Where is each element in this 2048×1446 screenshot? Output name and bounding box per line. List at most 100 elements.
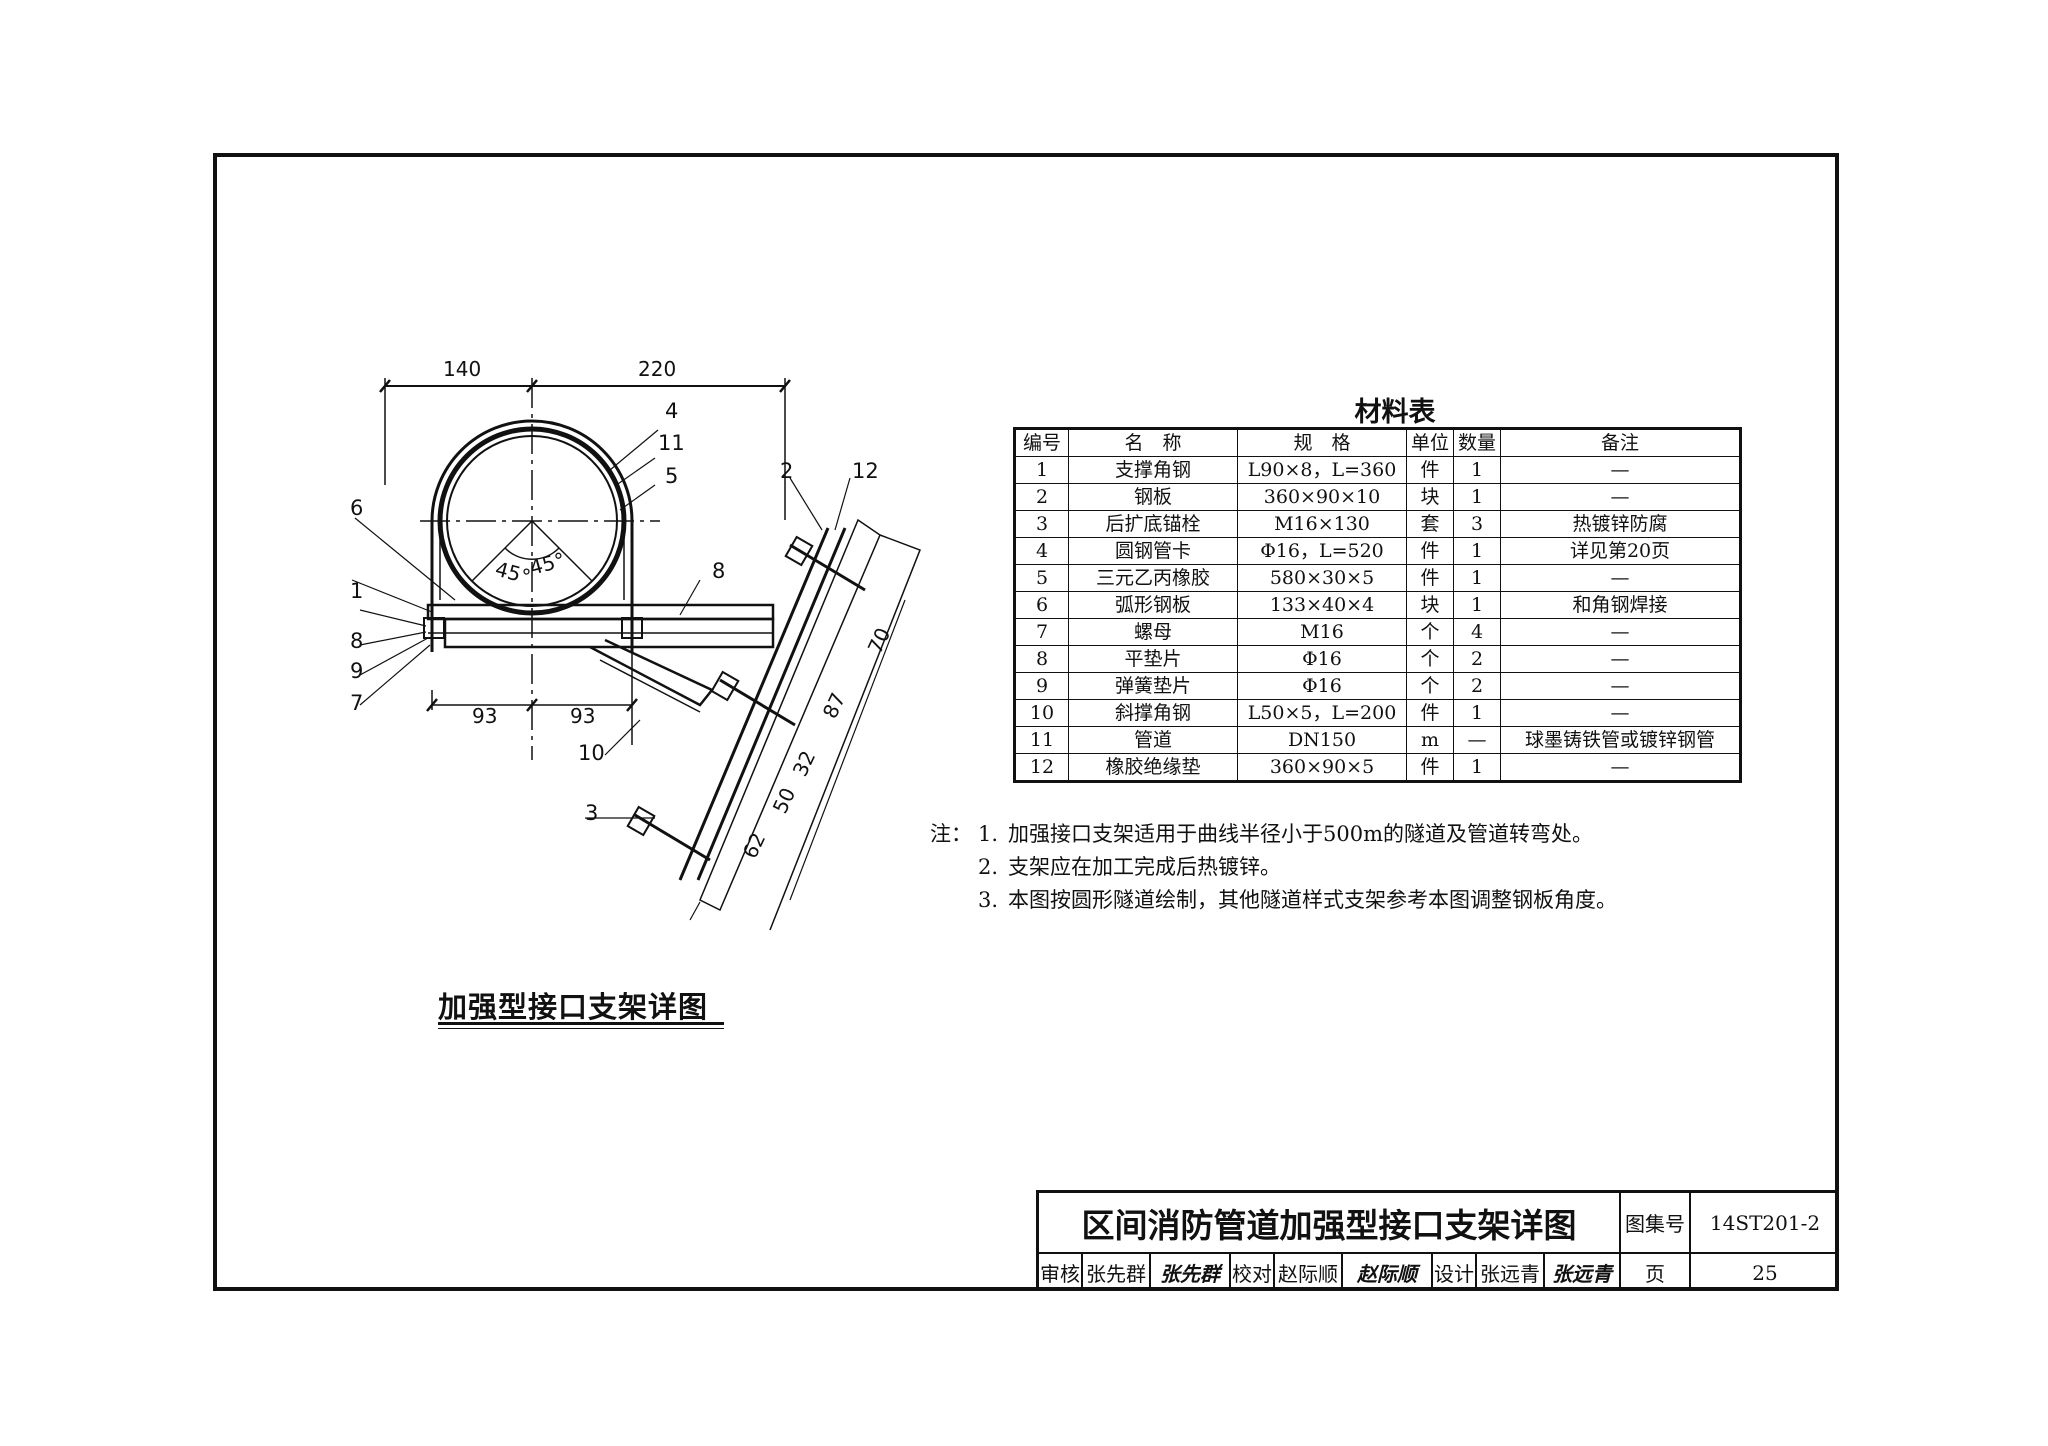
cell: 1 xyxy=(1453,591,1502,619)
review-name: 张先群 xyxy=(1083,1254,1151,1291)
cell: 6 xyxy=(1014,591,1069,619)
dim-slope-87: 87 xyxy=(818,689,851,722)
note-number: 1. xyxy=(978,822,999,846)
cell: 133×40×4 xyxy=(1237,591,1407,619)
col-qty: 数量 xyxy=(1453,428,1502,457)
cell: 个 xyxy=(1405,672,1455,700)
callout-5: 5 xyxy=(665,464,678,488)
cell: 套 xyxy=(1405,510,1455,538)
cell: 管道 xyxy=(1068,726,1238,754)
col-name: 名 称 xyxy=(1068,428,1238,457)
cell: 1 xyxy=(1453,699,1502,727)
cell: 1 xyxy=(1453,564,1502,592)
callout-2: 2 xyxy=(780,459,793,483)
cell: 详见第20页 xyxy=(1500,537,1742,565)
cell: L90×8，L=360 xyxy=(1237,456,1407,484)
callout-6: 6 xyxy=(350,496,363,520)
cell: 块 xyxy=(1405,483,1455,511)
cell: 个 xyxy=(1405,645,1455,673)
cell: 3 xyxy=(1453,510,1502,538)
dim-angle-right: 45° xyxy=(527,547,567,579)
cell: 圆钢管卡 xyxy=(1068,537,1238,565)
cell: 9 xyxy=(1014,672,1069,700)
cell: 件 xyxy=(1405,753,1455,782)
callout-10: 10 xyxy=(578,741,605,765)
dim-bottom-left: 93 xyxy=(472,704,497,728)
cell: 后扩底锚栓 xyxy=(1068,510,1238,538)
cell: 4 xyxy=(1014,537,1069,565)
cell: 10 xyxy=(1014,699,1069,727)
dim-slope-50: 50 xyxy=(768,784,801,817)
note-text: 支架应在加工完成后热镀锌。 xyxy=(1008,855,1281,879)
cell: 件 xyxy=(1405,537,1455,565)
cell: 和角钢焊接 xyxy=(1500,591,1742,619)
cell: 1 xyxy=(1453,753,1502,782)
design-signature: 张远青 xyxy=(1545,1254,1621,1291)
callout-4: 4 xyxy=(665,399,678,423)
dim-bottom-right: 93 xyxy=(570,704,595,728)
cell: 7 xyxy=(1014,618,1069,646)
cell: 块 xyxy=(1405,591,1455,619)
cell: — xyxy=(1500,618,1742,646)
cell: 11 xyxy=(1014,726,1069,754)
col-remark: 备注 xyxy=(1500,428,1742,457)
cell: 球墨铸铁管或镀锌钢管 xyxy=(1500,726,1742,754)
cell: 件 xyxy=(1405,564,1455,592)
cell: — xyxy=(1500,456,1742,484)
note-row: 3. 本图按圆形隧道绘制，其他隧道样式支架参考本图调整钢板角度。 xyxy=(930,884,1617,917)
note-number: 3. xyxy=(978,888,999,912)
col-spec: 规 格 xyxy=(1237,428,1407,457)
cell: DN150 xyxy=(1237,726,1407,754)
cell: 弧形钢板 xyxy=(1068,591,1238,619)
cell: 12 xyxy=(1014,753,1069,782)
cell: 钢板 xyxy=(1068,483,1238,511)
design-label: 设计 xyxy=(1433,1254,1477,1291)
callout-8: 8 xyxy=(350,629,363,653)
notes-lead: 注： xyxy=(930,822,972,846)
callout-11: 11 xyxy=(658,431,685,455)
dim-angle-left: 45° xyxy=(493,557,533,589)
cell: 三元乙丙橡胶 xyxy=(1068,564,1238,592)
cell: 2 xyxy=(1453,672,1502,700)
page-number: 25 xyxy=(1752,1260,1778,1285)
note-text: 本图按圆形隧道绘制，其他隧道样式支架参考本图调整钢板角度。 xyxy=(1008,888,1617,912)
cell: — xyxy=(1500,483,1742,511)
cell: 360×90×5 xyxy=(1237,753,1407,782)
callout-12: 12 xyxy=(852,459,879,483)
cell: 件 xyxy=(1405,456,1455,484)
title-underline-thin xyxy=(438,1028,724,1029)
cell: — xyxy=(1453,726,1502,754)
cell: — xyxy=(1500,753,1742,782)
check-name: 赵际顺 xyxy=(1275,1254,1343,1291)
cell: — xyxy=(1500,564,1742,592)
cell: 橡胶绝缘垫 xyxy=(1068,753,1238,782)
notes: 注：1. 加强接口支架适用于曲线半径小于500m的隧道及管道转弯处。 2.支架应在… xyxy=(930,818,1617,917)
cell: 4 xyxy=(1453,618,1502,646)
atlas-label: 图集号 xyxy=(1621,1193,1691,1254)
note-row: 2.支架应在加工完成后热镀锌。 xyxy=(930,851,1617,884)
cell: 5 xyxy=(1014,564,1069,592)
cell: 1 xyxy=(1014,456,1069,484)
design-name: 张远青 xyxy=(1477,1254,1545,1291)
cell: 2 xyxy=(1453,645,1502,673)
col-unit: 单位 xyxy=(1405,428,1455,457)
cell: 580×30×5 xyxy=(1237,564,1407,592)
callout-3: 3 xyxy=(585,801,598,825)
cell: — xyxy=(1500,672,1742,700)
cell: 2 xyxy=(1014,483,1069,511)
review-signature: 张先群 xyxy=(1151,1254,1231,1291)
title-underline xyxy=(438,1022,724,1025)
dim-top-right: 220 xyxy=(638,357,676,381)
cell: 热镀锌防腐 xyxy=(1500,510,1742,538)
note-text: 加强接口支架适用于曲线半径小于500m的隧道及管道转弯处。 xyxy=(1008,822,1593,846)
